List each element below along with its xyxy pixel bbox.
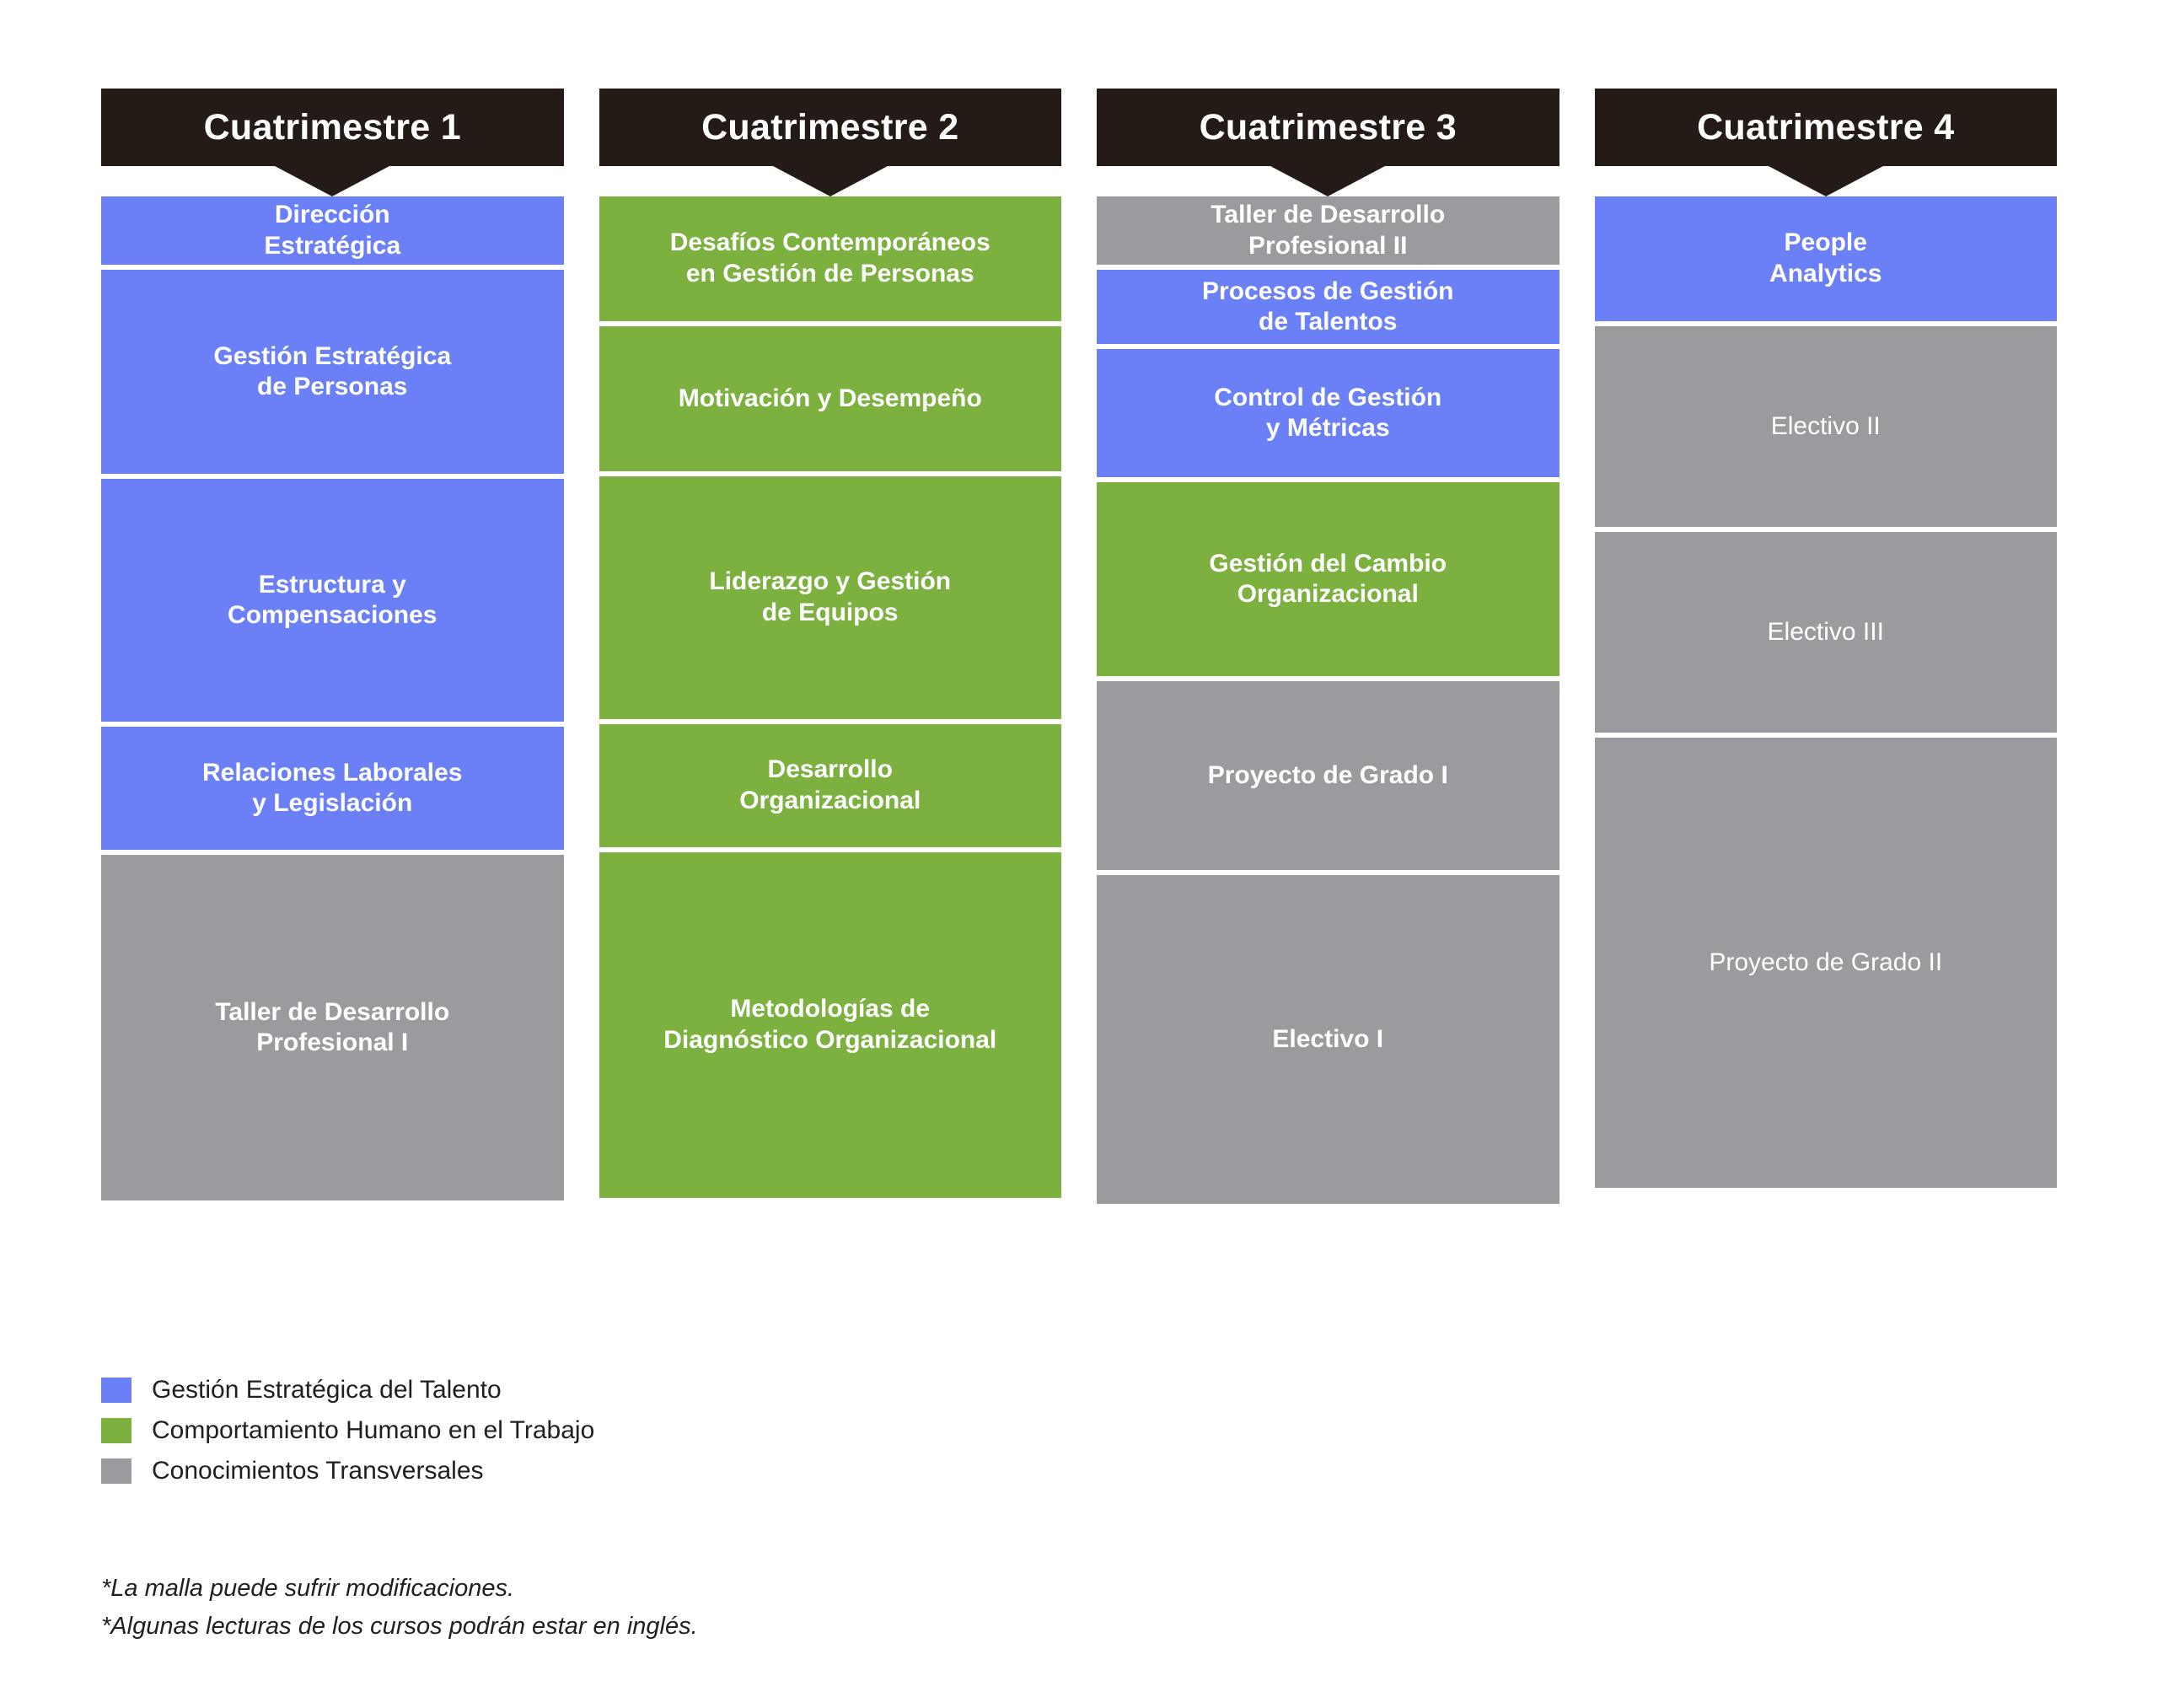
course-label: Gestión del Cambio Organizacional bbox=[1209, 549, 1447, 609]
course-label: Liderazgo y Gestión de Equipos bbox=[709, 567, 952, 626]
term-header-label: Cuatrimestre 1 bbox=[203, 106, 461, 148]
legend-swatch bbox=[101, 1378, 132, 1403]
term-header: Cuatrimestre 2 bbox=[599, 89, 1061, 196]
course-box[interactable]: People Analytics bbox=[1594, 196, 2057, 321]
course-box[interactable]: Metodologías de Diagnóstico Organizacion… bbox=[599, 852, 1061, 1198]
course-label: Dirección Estratégica bbox=[264, 201, 401, 260]
term-column: Cuatrimestre 3 Taller de Desarrollo Profe… bbox=[1097, 89, 1559, 1205]
footnotes: *La malla puede sufrir modificaciones. *A… bbox=[101, 1570, 698, 1646]
course-label: Taller de Desarrollo Profesional I bbox=[215, 997, 450, 1057]
course-label: Estructura y Compensaciones bbox=[228, 570, 438, 630]
chevron-down-icon bbox=[1270, 166, 1386, 196]
term-header: Cuatrimestre 1 bbox=[101, 89, 564, 196]
term-column: Cuatrimestre 2 Desafíos Contemporáneos en… bbox=[599, 89, 1061, 1201]
course-box[interactable]: Gestión del Cambio Organizacional bbox=[1097, 482, 1559, 677]
course-label: Electivo I bbox=[1272, 1024, 1384, 1053]
legend-row: Comportamiento Humano en el Trabajo bbox=[101, 1416, 594, 1445]
course-box[interactable]: Taller de Desarrollo Profesional II bbox=[1097, 196, 1559, 266]
course-label: Proyecto de Grado I bbox=[1207, 760, 1448, 789]
course-label: Proyecto de Grado II bbox=[1709, 948, 1943, 976]
course-box[interactable]: Procesos de Gestión de Talentos bbox=[1097, 270, 1559, 345]
legend-row: Gestión Estratégica del Talento bbox=[101, 1376, 594, 1405]
term-header-label: Cuatrimestre 4 bbox=[1697, 106, 1955, 148]
footnote: *La malla puede sufrir modificaciones. bbox=[101, 1575, 515, 1602]
course-label: Procesos de Gestión de Talentos bbox=[1202, 277, 1454, 336]
term-header-label: Cuatrimestre 3 bbox=[1199, 106, 1457, 148]
course-box[interactable]: Motivación y Desempeño bbox=[599, 326, 1061, 471]
course-box[interactable]: Electivo III bbox=[1594, 532, 2057, 733]
legend-label: Comportamiento Humano en el Trabajo bbox=[152, 1416, 595, 1444]
legend-swatch bbox=[101, 1458, 132, 1484]
course-box[interactable]: Desafíos Contemporáneos en Gestión de Pe… bbox=[599, 196, 1061, 321]
footnote: *Algunas lecturas de los cursos podrán e… bbox=[101, 1612, 698, 1640]
course-label: Electivo III bbox=[1767, 617, 1884, 646]
chevron-down-icon bbox=[1768, 166, 1883, 196]
course-label: Desarrollo Organizacional bbox=[739, 755, 921, 814]
course-box[interactable]: Relaciones Laborales y Legislación bbox=[101, 727, 564, 851]
chevron-down-icon bbox=[275, 166, 390, 196]
course-box[interactable]: Estructura y Compensaciones bbox=[101, 479, 564, 722]
course-label: People Analytics bbox=[1769, 228, 1882, 287]
course-box[interactable]: Electivo I bbox=[1097, 875, 1559, 1205]
course-box[interactable]: Electivo II bbox=[1594, 326, 2057, 527]
course-box[interactable]: Dirección Estratégica bbox=[101, 196, 564, 266]
course-label: Electivo II bbox=[1770, 411, 1881, 440]
course-label: Motivación y Desempeño bbox=[678, 384, 982, 412]
course-box[interactable]: Gestión Estratégica de Personas bbox=[101, 270, 564, 475]
course-label: Metodologías de Diagnóstico Organizacion… bbox=[663, 995, 997, 1054]
course-stack: Desafíos Contemporáneos en Gestión de Pe… bbox=[599, 196, 1061, 1201]
legend-label: Conocimientos Transversales bbox=[152, 1457, 484, 1485]
course-label: Relaciones Laborales y Legislación bbox=[202, 758, 463, 818]
course-box[interactable]: Control de Gestión y Métricas bbox=[1097, 349, 1559, 478]
course-box[interactable]: Liderazgo y Gestión de Equipos bbox=[599, 476, 1061, 719]
term-header-label: Cuatrimestre 2 bbox=[701, 106, 959, 148]
legend-swatch bbox=[101, 1418, 132, 1443]
course-label: Taller de Desarrollo Profesional II bbox=[1211, 201, 1446, 260]
term-header: Cuatrimestre 3 bbox=[1097, 89, 1559, 196]
course-stack: Taller de Desarrollo Profesional II Proce… bbox=[1097, 196, 1559, 1205]
course-box[interactable]: Desarrollo Organizacional bbox=[599, 724, 1061, 847]
course-label: Control de Gestión y Métricas bbox=[1214, 383, 1442, 443]
term-header: Cuatrimestre 4 bbox=[1594, 89, 2057, 196]
chevron-down-icon bbox=[772, 166, 888, 196]
course-box[interactable]: Proyecto de Grado II bbox=[1594, 738, 2057, 1188]
course-label: Desafíos Contemporáneos en Gestión de Pe… bbox=[669, 228, 990, 287]
legend-row: Conocimientos Transversales bbox=[101, 1457, 594, 1485]
course-label: Gestión Estratégica de Personas bbox=[213, 341, 452, 401]
course-box[interactable]: Taller de Desarrollo Profesional I bbox=[101, 855, 564, 1201]
legend-label: Gestión Estratégica del Talento bbox=[152, 1376, 502, 1404]
course-box[interactable]: Proyecto de Grado I bbox=[1097, 681, 1559, 871]
